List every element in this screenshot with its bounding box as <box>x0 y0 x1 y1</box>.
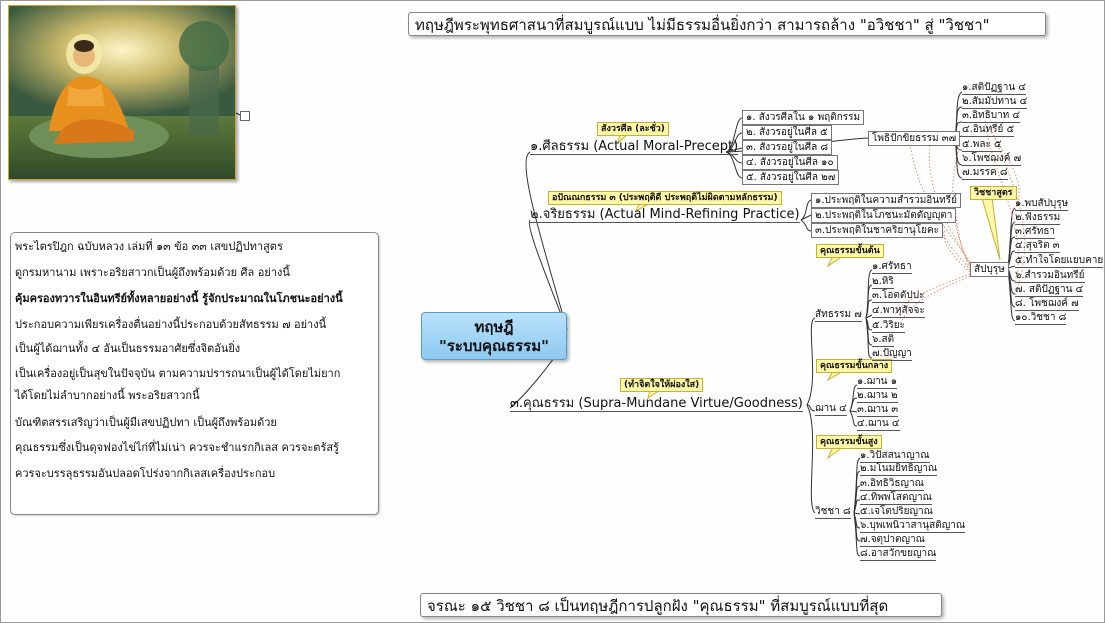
sutta-line: เป็นผู้ได้ฌานทั้ง ๔ อันเป็นธรรมอาศัยซึ่ง… <box>15 342 241 355</box>
sutta-line: เป็นเครื่องอยู่เป็นสุขในปัจจุบัน ตามความ… <box>15 367 341 380</box>
branch-sila[interactable]: ๑.ศีลธรรม (Actual Moral-Precept) <box>530 139 739 155</box>
saddhamma-item[interactable]: ๑.ศรัทธา <box>872 261 912 274</box>
callout-vijja-sutta: วิชชาสูตร <box>970 186 1017 200</box>
sappurisa-item[interactable]: ๕.ทำใจโดยแยบคาย <box>1015 255 1104 268</box>
sila-item[interactable]: ๓. สังวรอยู่ในศีล ๘ <box>742 140 833 155</box>
jhana-node[interactable]: ฌาน ๔ <box>815 403 847 416</box>
sappurisa-item[interactable]: ๑๐.วิชชา ๘ <box>1015 312 1067 325</box>
sila-item[interactable]: ๒. สังวรอยู่ในศีล ๕ <box>742 125 832 140</box>
sutta-line: พระไตรปิฎก ฉบับหลวง เล่มที่ ๑๓ ข้อ ๓๓ เส… <box>15 240 283 253</box>
bodhi-item[interactable]: ๗.มรรค ๘ <box>962 167 1008 180</box>
sutta-line: คุ้มครองทวารในอินทรีย์ทั้งหลายอย่างนี้ ร… <box>15 292 343 305</box>
sutta-line: ได้โดยไม่ลำบากอย่างนี้ พระอริยสาวกนี้ <box>15 389 200 402</box>
bodhi-item[interactable]: ๒.สัมมัปทาน ๔ <box>962 96 1028 109</box>
saddhamma-item[interactable]: ๓.โอตตัปปะ <box>872 290 925 303</box>
bodhi-item[interactable]: ๔.อินทรีย์ ๕ <box>962 124 1015 137</box>
vijja-item[interactable]: ๔.ทิพพโสตญาณ <box>860 492 932 505</box>
vijja-item[interactable]: ๒.มโนมยิทธิญาณ <box>860 463 938 476</box>
chariya-item[interactable]: ๓.ประพฤติในชาคริยานุโยคะ <box>811 223 944 238</box>
bodhi-item[interactable]: ๖.โพชฌงค์ ๗ <box>962 153 1022 166</box>
sutta-quote-box: พระไตรปิฎก ฉบับหลวง เล่มที่ ๑๓ ข้อ ๓๓ เส… <box>10 232 379 515</box>
sappurisa-node[interactable]: สัปบุรุษ <box>970 262 1009 277</box>
sila-item[interactable]: ๕. สังวรอยู่ในศีล ๒๗ <box>742 170 840 185</box>
sappurisa-item[interactable]: ๓.ศรัทธา <box>1015 226 1056 239</box>
diagram-footer-title: จรณะ ๑๕ วิชชา ๘ เป็นทฤษฎีการปลูกฝัง "คุณ… <box>420 593 942 617</box>
buddha-image <box>8 5 236 180</box>
saddhamma-item[interactable]: ๖.สติ <box>872 334 895 347</box>
callout-sila: สังวรศีล (ละชั่ว) <box>597 122 669 136</box>
saddhamma-item[interactable]: ๔.พาหุสัจจะ <box>872 305 925 318</box>
buddha-illustration <box>9 6 235 179</box>
vijja-item[interactable]: ๘.อาสวักขยญาณ <box>860 548 937 561</box>
saddhamma-item[interactable]: ๗.ปัญญา <box>872 348 912 361</box>
callout-kunna: (ทำจิตใจให้ผ่องใส) <box>620 378 704 392</box>
chariya-item[interactable]: ๑.ประพฤติในความสำรวมอินทรีย์ <box>811 193 961 208</box>
sutta-line: ดูกรมหานาม เพราะอริยสาวกเป็นผู้ถึงพร้อมด… <box>15 266 290 279</box>
sappurisa-item[interactable]: ๗. สติปัฏฐาน ๔ <box>1015 284 1084 297</box>
saddhamma-item[interactable]: ๒.หิริ <box>872 276 894 289</box>
jhana-item[interactable]: ๓.ฌาน ๓ <box>857 404 899 417</box>
bodhipakkhiya-node[interactable]: โพธิปักขิยธรรม ๓๗ <box>868 131 961 146</box>
jhana-item[interactable]: ๑.ฌาน ๑ <box>857 376 898 389</box>
sutta-line: บัณฑิตสรรเสริญว่าเป็นผู้มีเสขปฏิปทา เป็น… <box>15 416 277 429</box>
sutta-line: คุณธรรมซึ่งเป็นดุจฟองไข่ไก่ที่ไม่เน่า คว… <box>15 441 339 454</box>
sappurisa-item[interactable]: ๒.ฟังธรรม <box>1015 212 1061 225</box>
bodhi-item[interactable]: ๓.อิทธิบาท ๔ <box>962 110 1021 123</box>
central-topic-line2: "ระบบคุณธรรม" <box>439 337 549 355</box>
callout-level1: คุณธรรมขั้นต้น <box>816 244 884 258</box>
sappurisa-item[interactable]: ๔.สุจริต ๓ <box>1015 240 1060 253</box>
sila-item[interactable]: ๑. สังวรศีลใน ๑ พฤติกรรม <box>742 110 865 125</box>
saddhamma-item[interactable]: ๕.วิริยะ <box>872 320 905 333</box>
bodhi-item[interactable]: ๕.พละ ๕ <box>962 139 1002 152</box>
central-topic[interactable]: ทฤษฎี "ระบบคุณธรรม" <box>421 312 567 360</box>
sappurisa-item[interactable]: ๖.สำรวมอินทรีย์ <box>1015 270 1085 283</box>
branch-chariya[interactable]: ๒.จริยธรรม (Actual Mind-Refining Practic… <box>530 207 800 223</box>
vijja-item[interactable]: ๗.จตุปาตญาณ <box>860 534 925 547</box>
branch-kunna[interactable]: ๓.คุณธรรม (Supra-Mundane Virtue/Goodness… <box>510 396 803 412</box>
vijja-node[interactable]: วิชชา ๘ <box>815 506 851 519</box>
sutta-line: ประกอบความเพียรเครื่องตื่นอย่างนี้ประกอบ… <box>15 318 327 331</box>
sappurisa-item[interactable]: ๑.พบสัปบุรุษ <box>1015 198 1069 211</box>
vijja-item[interactable]: ๕.เจโตปริยญาณ <box>860 506 933 519</box>
jhana-item[interactable]: ๔.ฌาน ๔ <box>857 418 900 431</box>
vijja-item[interactable]: ๑.วิปัสสนาญาณ <box>860 450 930 463</box>
vijja-item[interactable]: ๖.บุพเพนิวาสานุสติญาณ <box>860 520 966 533</box>
sila-item[interactable]: ๔. สังวรอยู่ในศีล ๑๐ <box>742 155 838 170</box>
jhana-item[interactable]: ๒.ฌาน ๒ <box>857 390 898 403</box>
saddhamma-node[interactable]: สัทธรรม ๗ <box>815 309 862 322</box>
sappurisa-item[interactable]: ๘. โพชฌงค์ ๗ <box>1015 298 1079 311</box>
central-topic-line1: ทฤษฎี <box>474 318 514 336</box>
callout-level3: คุณธรรมขั้นสูง <box>816 435 882 449</box>
diagram-title: ทฤษฎีพระพุทธศาสนาที่สมบูรณ์แบบ ไม่มีธรรม… <box>408 12 1046 36</box>
collapse-toggle[interactable] <box>240 111 250 121</box>
callout-chariya: อปัณณกธรรม ๓ (ประพฤติดี ประพฤติไม่ผิดตาม… <box>548 191 782 205</box>
chariya-item[interactable]: ๒.ประพฤติในโภชนะมัตตัญญุตา <box>811 208 957 223</box>
callout-level2: คุณธรรมขั้นกลาง <box>816 359 893 373</box>
bodhi-item[interactable]: ๑.สติปัฏฐาน ๔ <box>962 82 1026 95</box>
vijja-item[interactable]: ๓.อิทธิวิธญาณ <box>860 478 924 491</box>
sutta-line: ควรจะบรรลุธรรมอันปลอดโปร่งจากกิเลสเครื่อ… <box>15 467 276 480</box>
